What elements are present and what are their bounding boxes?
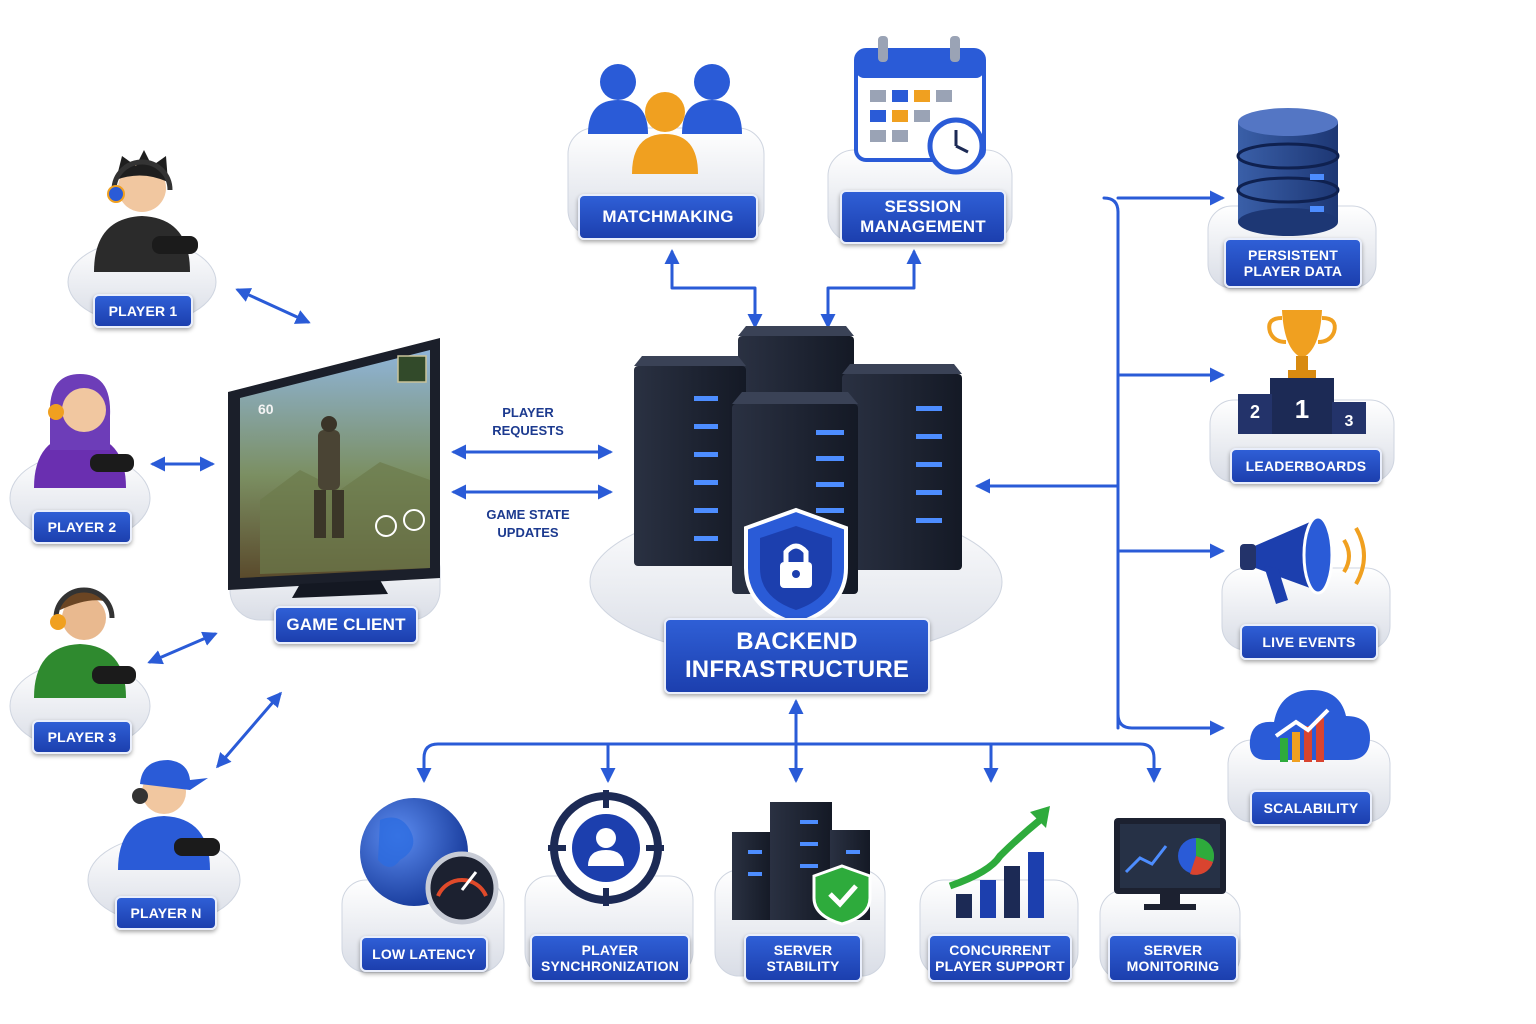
- player1-label: PLAYER 1: [93, 294, 193, 328]
- globe-gauge-icon: [360, 798, 499, 925]
- scalability-label: SCALABILITY: [1250, 790, 1372, 826]
- bar-growth-icon: [948, 806, 1050, 918]
- servers-check-icon: [732, 802, 872, 926]
- podium-first: 1: [1295, 394, 1309, 424]
- connectors: [147, 190, 1225, 783]
- arrow-session: [820, 249, 922, 329]
- tablet-game-icon: [228, 338, 440, 598]
- arrow-playern-client: [216, 691, 282, 769]
- trophy-podium-icon: [1238, 310, 1366, 434]
- playern-label: PLAYER N: [115, 896, 217, 930]
- podium-second: 2: [1250, 402, 1260, 422]
- calendar-clock-icon: [854, 36, 986, 175]
- player2-label: PLAYER 2: [32, 510, 132, 544]
- live-events-label: LIVE EVENTS: [1240, 624, 1378, 660]
- lock-shield-icon: [744, 507, 848, 627]
- podium-third: 3: [1345, 413, 1354, 430]
- game-hud-text: 60: [258, 401, 274, 417]
- megaphone-icon: [1240, 515, 1366, 604]
- people-group-icon: [588, 64, 742, 174]
- cloud-growth-icon: [1249, 690, 1370, 762]
- player3-label: PLAYER 3: [32, 720, 132, 754]
- target-user-icon: [548, 790, 664, 906]
- arrow-player3-client: [147, 631, 218, 665]
- leaderboards-label: LEADERBOARDS: [1230, 448, 1382, 484]
- low-latency-label: LOW LATENCY: [360, 936, 488, 972]
- bottom-bus: [416, 742, 1162, 783]
- monitor-dashboard-icon: [1114, 818, 1226, 910]
- player2-avatar: [34, 374, 134, 488]
- playern-avatar: [118, 760, 220, 870]
- player3-avatar: [34, 587, 136, 698]
- game-client-label: GAME CLIENT: [274, 606, 418, 644]
- arrow-matchmaking: [664, 249, 763, 329]
- player1-avatar: [94, 150, 198, 272]
- database-icon: [1236, 108, 1340, 236]
- matchmaking-label: MATCHMAKING: [578, 194, 758, 240]
- arrow-player1-client: [235, 288, 311, 324]
